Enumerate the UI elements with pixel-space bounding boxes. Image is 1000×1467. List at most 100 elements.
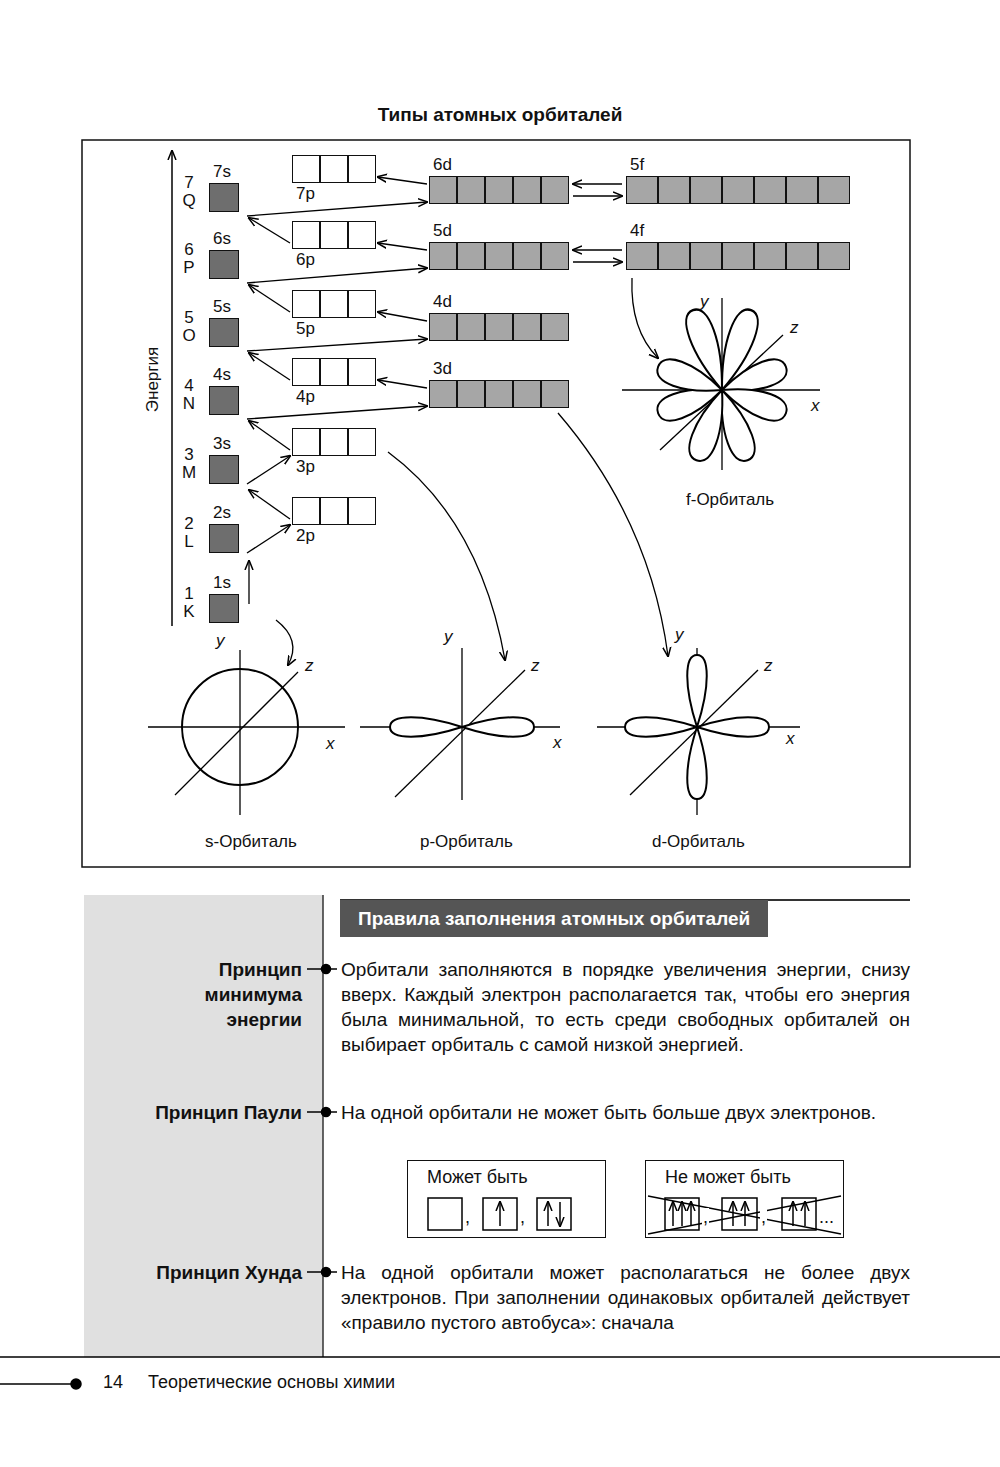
page-number: 14 (103, 1373, 123, 1392)
orbital-cell (348, 497, 376, 525)
orbital-cell (320, 358, 348, 386)
energy-level: K (181, 603, 197, 621)
orbital-group: 3d (429, 380, 569, 408)
figure-stroke (654, 355, 727, 402)
filling-arrow (249, 490, 290, 519)
axis-label: x (811, 396, 820, 415)
figure-stroke (148, 726, 345, 727)
orbital-label: 3d (433, 359, 452, 378)
orbital-group: 6p (292, 221, 376, 249)
orbital-group: 2p (292, 497, 376, 525)
rule-text: Орбитали заполняются в порядке увеличени… (341, 957, 910, 1057)
orbital-group: 3p (292, 428, 376, 456)
orbital-cell (209, 183, 239, 212)
axis-label: x (786, 729, 795, 748)
d-orbital-figure (597, 648, 800, 815)
orbital-cell (513, 380, 541, 408)
axis-label: x (326, 734, 335, 753)
separator: , (464, 1208, 471, 1227)
example-box: Может быть (407, 1160, 606, 1238)
orbital-label: 3p (296, 457, 315, 476)
orbital-label: 6p (296, 250, 315, 269)
figure-stroke (732, 1202, 734, 1226)
orbital-cell (658, 242, 690, 270)
orbital-cell (658, 176, 690, 204)
orbital-cell (209, 455, 239, 484)
orbital-group: 5d (429, 242, 569, 270)
orbital-cell (209, 250, 239, 279)
figure-stroke (499, 1202, 501, 1226)
figure-stroke (718, 378, 791, 425)
energy-level: 7 (181, 174, 197, 192)
separator: , (519, 1208, 526, 1227)
orbital-cell (292, 155, 320, 183)
orbital-cell (320, 221, 348, 249)
rule-name: Принцип минимума энергии (192, 957, 302, 1032)
figure-stroke (71, 1379, 81, 1389)
figure-stroke (461, 648, 462, 800)
orbital-cell (457, 380, 485, 408)
orbital-cell (292, 221, 320, 249)
energy-level: 3 (181, 446, 197, 464)
energy-level: N (181, 395, 197, 413)
figure-stroke (687, 727, 707, 799)
filling-arrow (378, 243, 427, 250)
filling-arrow (249, 353, 290, 380)
filling-arrow (247, 525, 290, 553)
orbital-cell (348, 290, 376, 318)
orbital-cell (690, 176, 722, 204)
rule-text: На одной орбитали может располагаться не… (341, 1260, 910, 1335)
figure-stroke (276, 620, 293, 665)
orbital-cell (513, 242, 541, 270)
axis-label: z (305, 656, 314, 675)
axis-label: y (675, 625, 684, 644)
orbital-label: 5d (433, 221, 452, 240)
axis-label: z (764, 656, 773, 675)
orbital-cell (209, 524, 239, 553)
orbital-label: 7p (296, 184, 315, 203)
frame (82, 140, 910, 867)
filling-arrow (249, 218, 290, 243)
leader-arrows (276, 278, 668, 665)
example-box: Не может быть (645, 1160, 844, 1238)
orbital-cell (541, 176, 569, 204)
figure-stroke (322, 1268, 331, 1277)
orbital-cell (626, 242, 658, 270)
orbital-cell (626, 176, 658, 204)
orbital-group: 3s (209, 455, 239, 484)
energy-level: 5 (181, 309, 197, 327)
axis-label: x (553, 733, 562, 752)
figure-stroke (681, 1202, 683, 1226)
orbital-label: 4p (296, 387, 315, 406)
orbital-cell (541, 380, 569, 408)
orbital-cell (457, 313, 485, 341)
energy-level: Q (181, 192, 197, 210)
filling-arrow (247, 339, 427, 351)
figure-stroke (322, 965, 331, 974)
axis-label: y (216, 631, 225, 650)
axis-label: y (700, 292, 709, 311)
orbital-group: 1s (209, 594, 239, 623)
energy-level: P (181, 259, 197, 277)
orbital-label: 5p (296, 319, 315, 338)
figure-stroke (697, 717, 769, 737)
orbital-cell (541, 242, 569, 270)
figure-stroke (537, 1198, 571, 1230)
separator: ... (818, 1208, 835, 1227)
orbital-caption: s-Орбиталь (205, 832, 297, 851)
axis-title: Энергия (143, 340, 162, 420)
orbital-cell (320, 155, 348, 183)
orbital-label: 6s (213, 229, 231, 248)
figure-stroke (0, 1356, 1000, 1358)
energy-level: 6 (181, 241, 197, 259)
filling-arrow (378, 177, 427, 184)
figure-stroke (804, 1202, 806, 1226)
figure-stroke (625, 717, 697, 737)
filling-arrow (378, 380, 427, 388)
orbital-group: 7s (209, 183, 239, 212)
orbital-label: 4d (433, 292, 452, 311)
orbital-cell (786, 242, 818, 270)
